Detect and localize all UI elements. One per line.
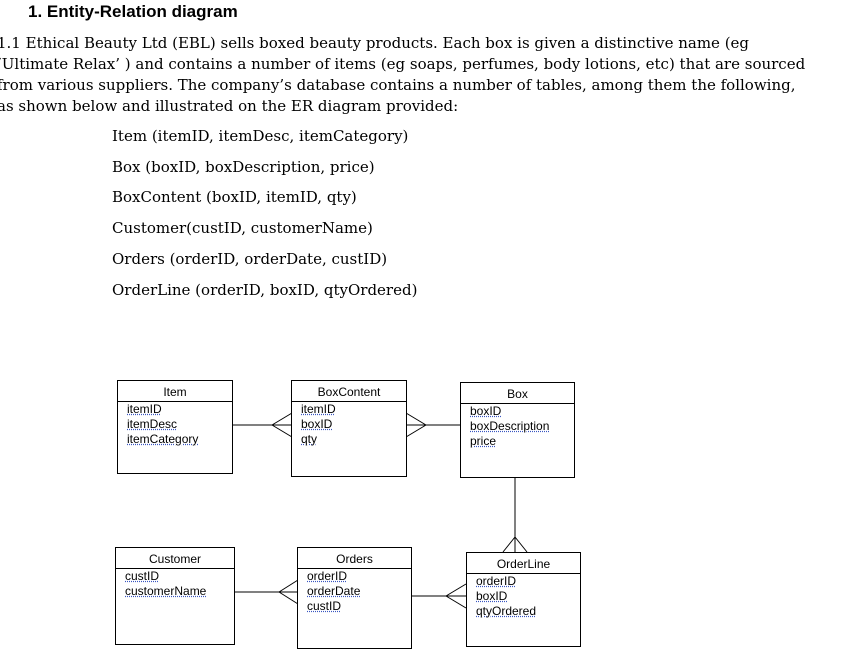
attribute: price bbox=[470, 434, 497, 448]
entity-orderline: OrderLine orderID boxID qtyOrdered bbox=[466, 552, 581, 647]
attribute: qty bbox=[301, 432, 318, 446]
attribute: boxID bbox=[476, 589, 508, 603]
attribute: orderID bbox=[307, 569, 348, 583]
attribute: itemID bbox=[127, 402, 162, 416]
schema-box: Box (boxID, boxDescription, price) bbox=[112, 158, 375, 176]
attribute: boxID bbox=[301, 417, 333, 431]
schema-customer: Customer(custID, customerName) bbox=[112, 219, 373, 237]
section-heading: 1. Entity-Relation diagram bbox=[28, 2, 238, 21]
entity-title: OrderLine bbox=[467, 553, 580, 574]
attribute: customerName bbox=[125, 584, 207, 598]
attribute: itemDesc bbox=[127, 417, 178, 431]
entity-title: BoxContent bbox=[292, 381, 406, 402]
crowfoot-icon bbox=[278, 579, 299, 605]
schema-orderline: OrderLine (orderID, boxID, qtyOrdered) bbox=[112, 281, 418, 299]
paragraph-line: as shown below and illustrated on the ER… bbox=[0, 97, 459, 115]
entity-title: Item bbox=[118, 381, 232, 402]
intro-paragraph: 1.1 Ethical Beauty Ltd (EBL) sells boxed… bbox=[0, 33, 845, 117]
crowfoot-icon bbox=[405, 412, 427, 438]
entity-title: Orders bbox=[298, 548, 411, 569]
crowfoot-icon bbox=[271, 412, 293, 438]
crowfoot-icon bbox=[502, 536, 528, 553]
schema-item: Item (itemID, itemDesc, itemCategory) bbox=[112, 127, 409, 145]
attribute: itemID bbox=[301, 402, 336, 416]
entity-title: Box bbox=[461, 383, 574, 404]
entity-orders: Orders orderID orderDate custID bbox=[297, 547, 412, 649]
entity-boxcontent: BoxContent itemID boxID qty bbox=[291, 380, 407, 477]
paragraph-line: 1.1 Ethical Beauty Ltd (EBL) sells boxed… bbox=[0, 34, 750, 52]
entity-title: Customer bbox=[116, 548, 234, 569]
attribute: boxDescription bbox=[470, 419, 550, 433]
attribute: orderDate bbox=[307, 584, 361, 598]
schema-orders: Orders (orderID, orderDate, custID) bbox=[112, 250, 388, 268]
attribute: custID bbox=[125, 569, 160, 583]
attribute: qtyOrdered bbox=[476, 604, 537, 618]
entity-item: Item itemID itemDesc itemCategory bbox=[117, 380, 233, 474]
attribute: custID bbox=[307, 599, 342, 613]
paragraph-line: from various suppliers. The company’s da… bbox=[0, 76, 796, 94]
schema-boxcontent: BoxContent (boxID, itemID, qty) bbox=[112, 188, 357, 206]
attribute: boxID bbox=[470, 404, 502, 418]
crowfoot-icon bbox=[445, 583, 467, 609]
paragraph-line: ‘Ultimate Relax’ ) and contains a number… bbox=[0, 55, 806, 73]
entity-box: Box boxID boxDescription price bbox=[460, 382, 575, 478]
attribute: orderID bbox=[476, 574, 517, 588]
attribute: itemCategory bbox=[127, 432, 199, 446]
entity-customer: Customer custID customerName bbox=[115, 547, 235, 645]
